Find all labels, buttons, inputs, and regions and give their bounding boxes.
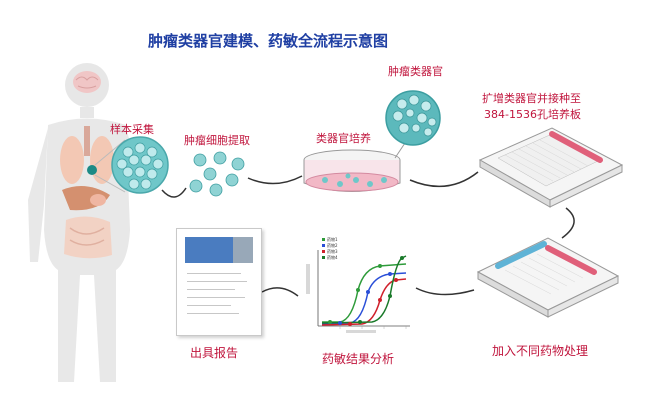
- chart-legend: 药物1 药物2 药物3 药物4: [322, 236, 338, 260]
- report-text-line: [187, 305, 231, 306]
- connector-line: [247, 175, 303, 185]
- organs-icon: [60, 126, 114, 259]
- label-tumor-organoid: 肿瘤类器官: [388, 65, 443, 78]
- legend-item: 药物1: [327, 236, 338, 242]
- legend-item: 药物4: [327, 254, 338, 260]
- report-banner: [185, 237, 253, 263]
- report-text-line: [187, 289, 235, 290]
- report-text-line: [187, 281, 247, 282]
- label-drug-treatment: 加入不同药物处理: [492, 344, 589, 358]
- label-organoid-culture: 类器官培养: [316, 132, 371, 145]
- connector-line: [415, 287, 475, 296]
- report-text-line: [187, 297, 245, 298]
- report-document: [176, 228, 262, 336]
- sample-cell-cluster: [111, 136, 169, 194]
- label-cell-extraction: 肿瘤细胞提取: [184, 134, 250, 147]
- report-text-line: [187, 273, 241, 274]
- label-result-analysis: 药敏结果分析: [322, 352, 395, 366]
- brain-icon: [73, 71, 101, 93]
- connector-line: [409, 171, 479, 188]
- label-expand-line2: 384-1536孔培养板: [484, 108, 581, 121]
- tumor-organoid-icon: [385, 90, 441, 146]
- connector-line: [561, 207, 575, 239]
- legend-item: 药物3: [327, 248, 338, 254]
- legend-item: 药物2: [327, 242, 338, 248]
- culture-dish: [303, 149, 401, 192]
- connector-line: [261, 287, 299, 297]
- diagram-title: 肿瘤类器官建模、药敏全流程示意图: [148, 32, 389, 50]
- dose-response-chart: 药物1 药物2 药物3 药物4: [302, 234, 414, 336]
- label-expand-line1: 扩增类器官并接种至: [482, 92, 581, 105]
- label-sample-collection: 样本采集: [110, 123, 154, 136]
- well-plate-384-1536: [478, 127, 624, 208]
- connector-line: [161, 187, 187, 198]
- extracted-cells: [189, 151, 245, 197]
- label-issue-report: 出具报告: [190, 346, 239, 360]
- drug-treated-plate: [476, 237, 620, 318]
- report-text-line: [187, 313, 239, 314]
- report-photo: [233, 237, 253, 263]
